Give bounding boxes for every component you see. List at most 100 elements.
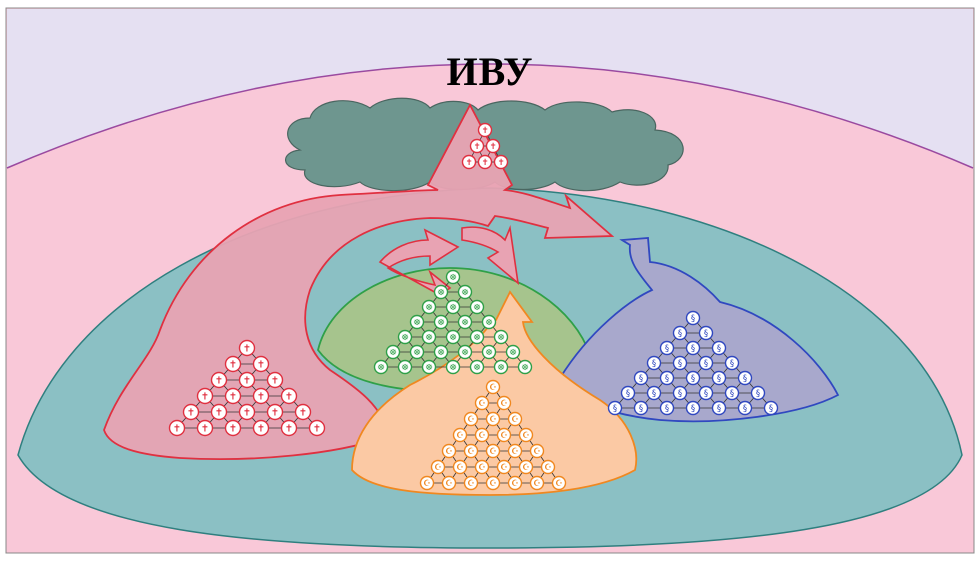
red-arrow-down [461, 225, 520, 285]
svg-text:☸: ☸ [461, 348, 469, 358]
svg-text:✝: ✝ [271, 407, 279, 418]
svg-text:☸: ☸ [425, 333, 433, 343]
svg-text:§: § [704, 389, 708, 399]
green-node: ☸ [409, 344, 425, 360]
green-node: ☸ [373, 359, 389, 375]
blue-node: § [672, 325, 688, 341]
orange-node: ☪ [463, 475, 479, 491]
svg-text:✝: ✝ [201, 423, 209, 434]
green-node: ☸ [457, 344, 473, 360]
blue-node: § [633, 400, 649, 416]
orange-node: ☪ [496, 459, 512, 475]
green-node: ☸ [421, 359, 437, 375]
svg-text:☸: ☸ [461, 288, 469, 298]
svg-text:☪: ☪ [478, 431, 486, 441]
green-node: ☸ [445, 329, 461, 345]
green-node: ☸ [481, 344, 497, 360]
svg-text:☪: ☪ [489, 415, 497, 425]
svg-text:☪: ☪ [522, 463, 530, 473]
blue-node: § [724, 385, 740, 401]
svg-text:§: § [626, 389, 630, 399]
svg-text:☸: ☸ [437, 348, 445, 358]
svg-text:☪: ☪ [456, 463, 464, 473]
green-node: ☸ [493, 359, 509, 375]
svg-text:§: § [717, 404, 721, 414]
svg-text:✝: ✝ [481, 126, 488, 136]
blue-node: § [698, 355, 714, 371]
svg-text:☪: ☪ [489, 383, 497, 393]
svg-text:§: § [756, 389, 760, 399]
svg-text:☸: ☸ [497, 363, 505, 373]
svg-text:☸: ☸ [461, 318, 469, 328]
green-node: ☸ [433, 344, 449, 360]
svg-text:☪: ☪ [467, 447, 475, 457]
svg-text:☸: ☸ [473, 333, 481, 343]
svg-text:✝: ✝ [215, 375, 223, 386]
blue-node: § [750, 385, 766, 401]
green-node: ☸ [445, 269, 461, 285]
green-node: ☸ [409, 314, 425, 330]
diagram-title: ИВУ [446, 49, 534, 94]
green-node: ☸ [505, 344, 521, 360]
orange-node: ☪ [474, 427, 490, 443]
red-node: ✝ [252, 419, 270, 437]
svg-text:§: § [652, 359, 656, 369]
svg-text:☪: ☪ [467, 415, 475, 425]
svg-text:☪: ☪ [489, 479, 497, 489]
red-node: ✝ [182, 403, 200, 421]
svg-text:☸: ☸ [377, 363, 385, 373]
green-node: ☸ [481, 314, 497, 330]
top-node: ✝ [493, 154, 509, 170]
sky-region [7, 9, 973, 168]
svg-text:§: § [652, 389, 656, 399]
orange-node: ☪ [452, 427, 468, 443]
svg-text:☪: ☪ [544, 463, 552, 473]
red-node: ✝ [210, 371, 228, 389]
green-node: ☸ [457, 314, 473, 330]
red-node: ✝ [238, 403, 256, 421]
orange-node: ☪ [452, 459, 468, 475]
red-node: ✝ [280, 419, 298, 437]
svg-text:§: § [743, 404, 747, 414]
svg-text:☸: ☸ [437, 288, 445, 298]
svg-text:✝: ✝ [497, 158, 504, 168]
orange-node: ☪ [463, 411, 479, 427]
svg-text:☸: ☸ [437, 318, 445, 328]
green-node: ☸ [421, 329, 437, 345]
blue-node: § [607, 400, 623, 416]
svg-text:✝: ✝ [313, 423, 321, 434]
svg-text:☪: ☪ [555, 479, 563, 489]
svg-text:☸: ☸ [389, 348, 397, 358]
svg-text:§: § [769, 404, 773, 414]
svg-text:✝: ✝ [473, 142, 480, 152]
node-layer: ✝✝✝✝✝✝✝✝✝✝✝✝✝✝✝✝✝✝✝✝✝✝✝✝✝✝✝☸☸☸☸☸☸☸☸☸☸☸☸☸… [168, 122, 779, 491]
red-node: ✝ [168, 419, 186, 437]
svg-text:§: § [730, 359, 734, 369]
orange-node: ☪ [496, 427, 512, 443]
svg-text:☪: ☪ [445, 479, 453, 489]
svg-text:§: § [665, 374, 669, 384]
green-node: ☸ [469, 329, 485, 345]
blue-node: § [672, 355, 688, 371]
green-node: ☸ [469, 359, 485, 375]
svg-text:☸: ☸ [401, 333, 409, 343]
red-arrow-to-green [378, 228, 460, 296]
svg-text:§: § [691, 344, 695, 354]
svg-text:✝: ✝ [201, 391, 209, 402]
svg-text:§: § [691, 404, 695, 414]
svg-text:✝: ✝ [285, 423, 293, 434]
svg-text:✝: ✝ [187, 407, 195, 418]
svg-text:✝: ✝ [465, 158, 472, 168]
red-node: ✝ [196, 387, 214, 405]
svg-text:☸: ☸ [509, 348, 517, 358]
svg-text:✝: ✝ [257, 359, 265, 370]
red-node: ✝ [224, 419, 242, 437]
svg-text:☪: ☪ [467, 479, 475, 489]
orange-node: ☪ [496, 395, 512, 411]
orange-node: ☪ [529, 443, 545, 459]
svg-text:§: § [639, 374, 643, 384]
svg-text:§: § [704, 329, 708, 339]
top-node: ✝ [477, 122, 493, 138]
blue-node: § [620, 385, 636, 401]
svg-text:✝: ✝ [481, 158, 488, 168]
